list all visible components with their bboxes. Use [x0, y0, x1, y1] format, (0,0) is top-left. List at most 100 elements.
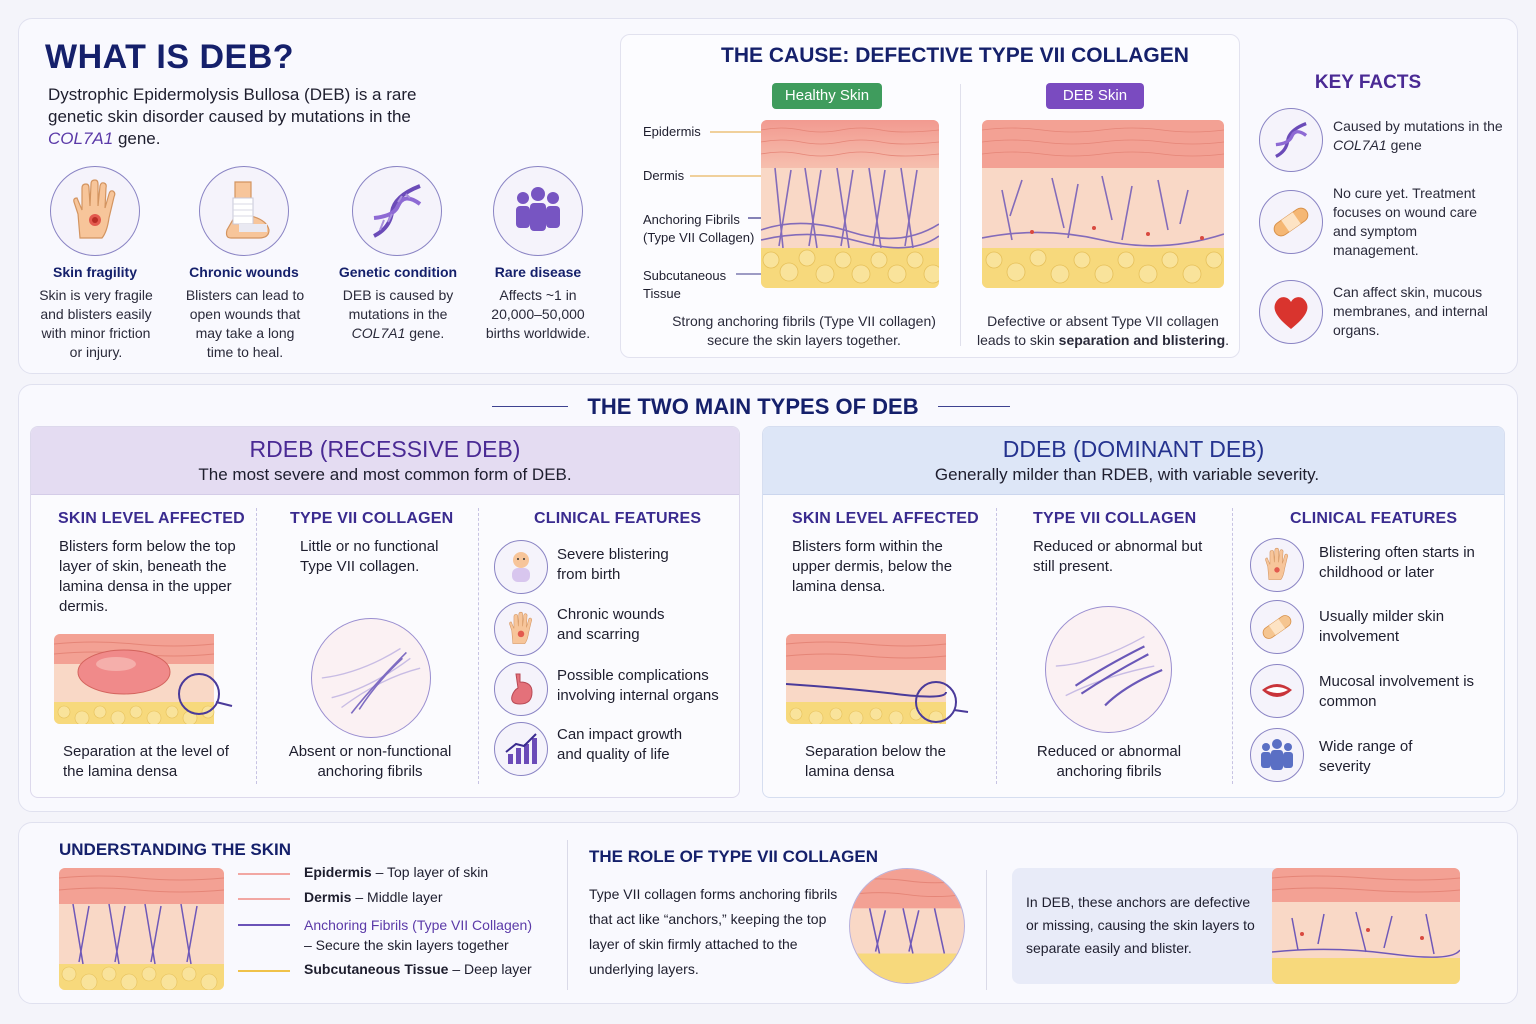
healthy-skin-label: Healthy Skin: [772, 83, 882, 109]
rdeb-col1-text: Blisters form below the top layer of ski…: [59, 538, 236, 615]
deb-caption: Defective or absent Type VII collagen le…: [970, 312, 1236, 350]
ddeb-title: DDEB (DOMINANT DEB): [1002, 436, 1265, 462]
intro-card-text-2-a: DEB is caused by mutations in the: [342, 287, 454, 322]
bottom-divider-2: [986, 870, 987, 990]
understanding-title: UNDERSTANDING THE SKIN: [59, 840, 292, 859]
legend-line-fibrils: [238, 924, 290, 926]
ddeb-feature-2: Mucosal involvement is common: [1319, 673, 1475, 710]
growth-chart-icon: [494, 722, 548, 776]
legend-dermis-name: Dermis: [304, 889, 352, 905]
ddeb-col2-caption: Reduced or abnormal anchoring fibrils: [1036, 743, 1182, 780]
ddeb-separation-illustration: [786, 634, 969, 724]
intro-card-title-3: Rare disease: [494, 264, 582, 280]
deb-caption-bold: separation and blistering: [1058, 332, 1226, 348]
intro-card-title-1: Chronic wounds: [189, 264, 299, 280]
legend-subcutaneous-desc: – Deep layer: [448, 961, 532, 977]
layer-label-subcutaneous: Subcutaneous Tissue: [643, 268, 727, 301]
baby-icon: [494, 540, 548, 594]
types-title: THE TWO MAIN TYPES OF DEB: [587, 394, 919, 419]
intro-desc-end: gene.: [117, 129, 161, 148]
rdeb-col2-text: Little or no functional Type VII collage…: [300, 538, 439, 575]
dna-icon: [1259, 108, 1323, 172]
rdeb-col1-heading: SKIN LEVEL AFFECTED: [58, 510, 245, 527]
layer-label-leaders: [690, 131, 770, 275]
stomach-icon: [494, 662, 548, 716]
intro-title: WHAT IS DEB?: [45, 38, 295, 76]
heart-icon: [1259, 280, 1323, 344]
ddeb-feature-1: Usually milder skin involvement: [1319, 608, 1445, 645]
ddeb-feature-0: Blistering often starts in childhood or …: [1319, 544, 1475, 581]
mouth-icon: [1250, 664, 1304, 718]
intro-desc-text: Dystrophic Epidermolysis Bullosa (DEB) i…: [48, 85, 417, 126]
types-title-rule-left: [492, 406, 568, 407]
deb-caption-text: Defective or absent Type VII collagen le…: [976, 313, 1219, 348]
rdeb-col2-caption: Absent or non-functional anchoring fibri…: [288, 743, 452, 780]
ddeb-feature-3: Wide range of severity: [1319, 738, 1413, 775]
ddeb-subtitle: Generally milder than RDEB, with variabl…: [934, 465, 1320, 484]
ddeb-card: [762, 426, 1505, 798]
dna-icon: [352, 166, 442, 256]
ddeb-divider-2: [1232, 508, 1233, 784]
ddeb-col1-heading: SKIN LEVEL AFFECTED: [792, 510, 979, 527]
layer-label-dermis: Dermis: [643, 168, 685, 183]
cause-title: THE CAUSE: DEFECTIVE TYPE VII COLLAGEN: [721, 44, 1189, 67]
intro-card-text-0: Skin is very fragile and blisters easily…: [39, 287, 153, 360]
rdeb-header: [31, 427, 739, 495]
ddeb-col2-heading: TYPE VII COLLAGEN: [1033, 510, 1197, 527]
rdeb-feature-2: Possible complications involving interna…: [557, 667, 719, 704]
legend-epidermis-name: Epidermis: [304, 864, 372, 880]
family-icon: [1250, 728, 1304, 782]
rdeb-col3-heading: CLINICAL FEATURES: [534, 510, 702, 527]
bandage-icon: [1250, 600, 1304, 654]
intro-card-title-2: Genetic condition: [338, 264, 458, 280]
rdeb-collagen-closeup: [311, 618, 431, 738]
rdeb-subtitle: The most severe and most common form of …: [198, 465, 572, 484]
hand-icon: [1250, 538, 1304, 592]
legend-dermis-desc: – Middle layer: [351, 889, 443, 905]
wounded-hand-icon: [494, 602, 548, 656]
key-fact-0-gene: COL7A1: [1333, 137, 1387, 153]
ddeb-collagen-closeup: [1045, 606, 1172, 733]
deb-note-illustration: [1272, 868, 1460, 984]
intro-card-title-0: Skin fragility: [52, 264, 138, 280]
rdeb-feature-3: Can impact growth and quality of life: [557, 726, 683, 763]
rdeb-col2-heading: TYPE VII COLLAGEN: [290, 510, 454, 527]
ddeb-divider-1: [996, 508, 997, 784]
rdeb-feature-1: Chronic wounds and scarring: [557, 606, 665, 643]
deb-note-text: In DEB, these anchors are defective or m…: [1026, 894, 1255, 956]
people-icon: [493, 166, 583, 256]
key-fact-0-end: gene: [1390, 137, 1422, 153]
deb-caption-end: .: [1225, 332, 1230, 348]
bandage-icon: [1259, 190, 1323, 254]
key-facts-title: KEY FACTS: [1314, 72, 1422, 93]
ddeb-col3-heading: CLINICAL FEATURES: [1290, 510, 1458, 527]
ddeb-col2-text: Reduced or abnormal but still present.: [1033, 538, 1203, 575]
types-title-rule-right: [938, 406, 1010, 407]
ddeb-col1-caption: Separation below the lamina densa: [805, 743, 946, 780]
key-fact-0: Caused by mutations in the COL7A1 gene: [1333, 117, 1503, 155]
intro-gene-name: COL7A1: [48, 129, 114, 148]
legend-line-epidermis: [238, 873, 290, 875]
legend-line-dermis: [238, 898, 290, 900]
key-fact-2: Can affect skin, mucous membranes, and i…: [1333, 284, 1488, 338]
intro-card-text-1: Blisters can lead to open wounds that ma…: [185, 287, 305, 360]
deb-skin-label: DEB Skin: [1046, 83, 1144, 109]
understanding-skin-illustration: [59, 868, 224, 990]
role-anchor-closeup: [849, 868, 965, 984]
layer-label-fibrils: Anchoring Fibrils (Type VII Collagen): [643, 212, 755, 245]
hand-icon: [50, 166, 140, 256]
rdeb-divider-2: [478, 508, 479, 784]
rdeb-col1-caption: Separation at the level of the lamina de…: [63, 743, 229, 780]
layer-label-epidermis: Epidermis: [643, 124, 701, 139]
legend-subcutaneous-name: Subcutaneous Tissue: [304, 961, 449, 977]
healthy-skin-illustration: [761, 120, 939, 288]
legend-epidermis: Epidermis – Top layer of skin: [304, 864, 488, 880]
rdeb-blister-illustration: [54, 634, 233, 724]
rdeb-divider-1: [256, 508, 257, 784]
intro-description: Dystrophic Epidermolysis Bullosa (DEB) i…: [48, 84, 428, 150]
legend-subcutaneous: Subcutaneous Tissue – Deep layer: [304, 961, 532, 977]
intro-card-text-2: DEB is caused by mutations in the COL7A1…: [334, 286, 462, 343]
healthy-caption: Strong anchoring fibrils (Type VII colla…: [672, 313, 936, 348]
key-fact-1: No cure yet. Treatment focuses on wound …: [1333, 185, 1477, 258]
intro-card-text-3: Affects ~1 in 20,000–50,000 births world…: [485, 287, 591, 341]
